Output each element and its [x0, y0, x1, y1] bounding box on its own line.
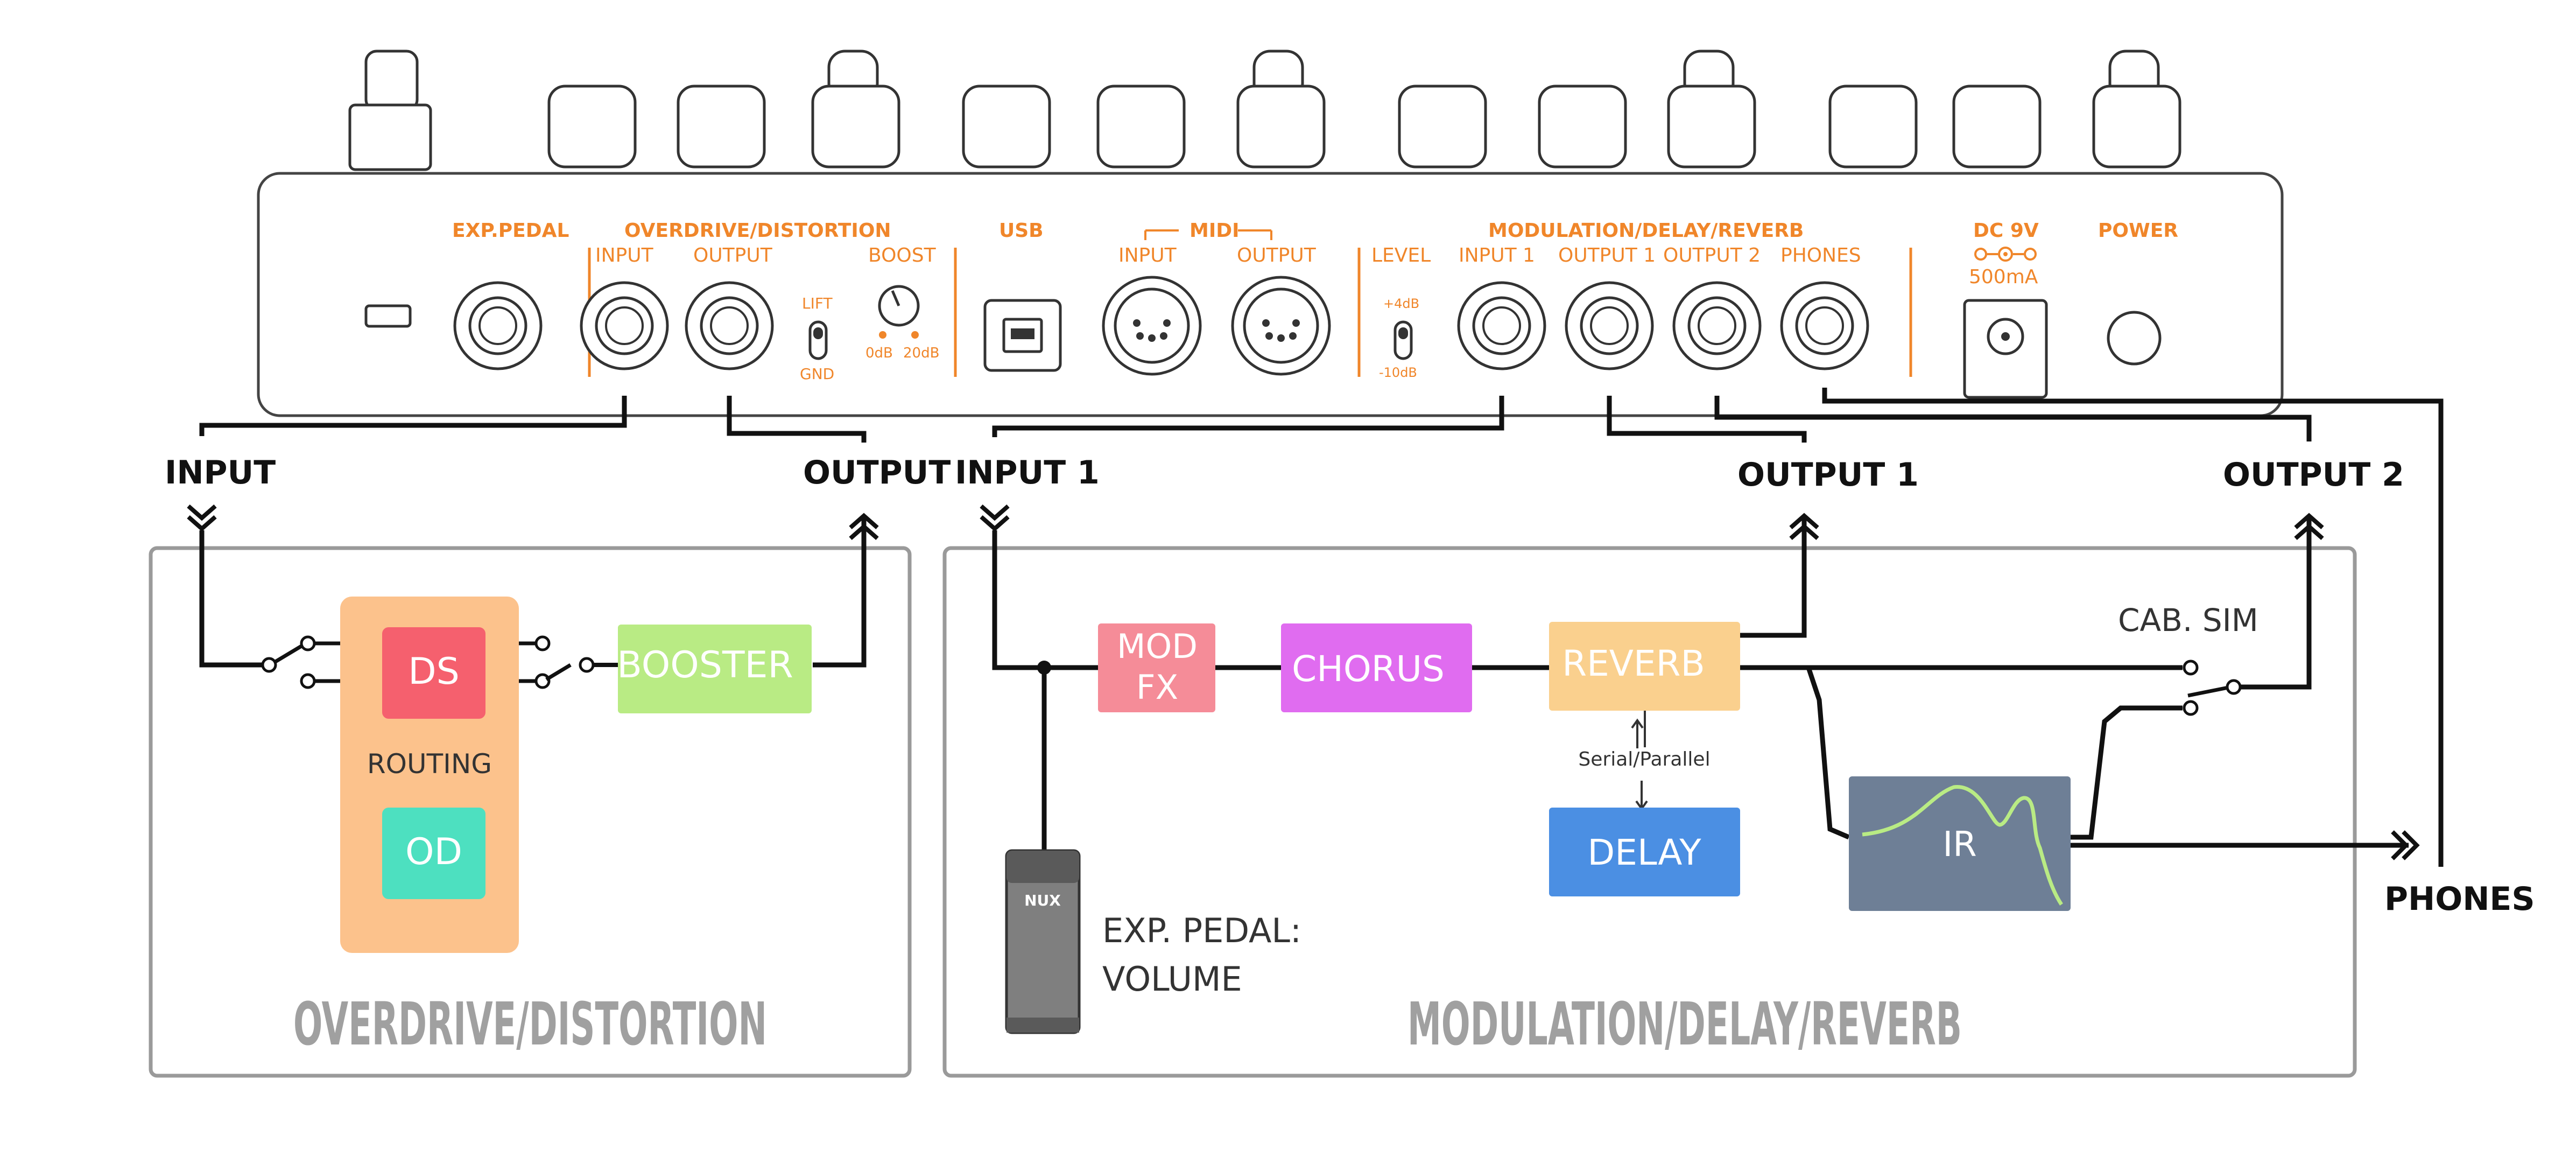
- mod-fx-label-1: MOD: [1117, 627, 1198, 666]
- jack-od-input[interactable]: [580, 281, 669, 370]
- routing-label: ROUTING: [367, 748, 492, 780]
- label-plus4: +4dB: [1383, 296, 1419, 311]
- ds-block[interactable]: [382, 627, 485, 719]
- label-20db: 20dB: [903, 345, 939, 361]
- label-lift: LIFT: [802, 294, 833, 312]
- chorus-label: CHORUS: [1292, 648, 1445, 690]
- label-exp-pedal: EXP.PEDAL: [452, 220, 569, 242]
- level-switch[interactable]: [1393, 320, 1413, 360]
- label-phones-out: PHONES: [2384, 880, 2535, 918]
- label-input1: INPUT 1: [1459, 244, 1535, 267]
- midi-output-port[interactable]: [1231, 276, 1331, 376]
- label-dc: DC 9V: [1973, 220, 2039, 242]
- label-od-section: OVERDRIVE/DISTORTION: [624, 220, 891, 242]
- pedal-logo: NUX: [1024, 892, 1061, 909]
- jack-input1[interactable]: [1457, 281, 1546, 370]
- label-usb: USB: [999, 220, 1044, 242]
- od-section-title: OVERDRIVE/DISTORTION: [293, 990, 767, 1058]
- usb-port[interactable]: [983, 299, 1062, 372]
- od-wires: [199, 517, 867, 689]
- gnd-lift-switch[interactable]: [808, 320, 828, 360]
- mdr-wires: [992, 517, 2409, 855]
- ir-block[interactable]: [1849, 776, 2071, 911]
- od-block[interactable]: [382, 808, 485, 899]
- mod-fx-block[interactable]: [1098, 623, 1215, 712]
- ds-label: DS: [408, 650, 460, 693]
- label-0db: 0dB: [865, 345, 893, 361]
- panel-wires: [199, 388, 2444, 867]
- label-output2: OUTPUT 2: [1663, 244, 1761, 267]
- label-midi-input: INPUT: [1118, 244, 1177, 267]
- label-od-output: OUTPUT: [693, 244, 773, 267]
- boost-knob[interactable]: [878, 285, 920, 327]
- label-output-1: OUTPUT 1: [1737, 456, 1919, 494]
- reverb-block[interactable]: [1549, 622, 1740, 711]
- midi-input-port[interactable]: [1102, 276, 1202, 376]
- label-output1: OUTPUT 1: [1558, 244, 1656, 267]
- ir-curve-icon: [1862, 785, 2063, 906]
- delay-label: DELAY: [1587, 832, 1701, 873]
- label-minus10: -10dB: [1379, 365, 1417, 380]
- label-power: POWER: [2098, 220, 2178, 242]
- booster-block[interactable]: [618, 625, 812, 713]
- dc-polarity-icon: [1974, 247, 2037, 262]
- device-rear-panel: EXP.PEDAL OVERDRIVE/DISTORTION INPUT OUT…: [257, 50, 2284, 417]
- label-midi: MIDI: [1190, 220, 1240, 242]
- label-phones: PHONES: [1780, 244, 1861, 267]
- label-ma: 500mA: [1969, 266, 2038, 288]
- input-arrow-icon: [187, 504, 217, 532]
- exp-volume-label-2: VOLUME: [1102, 959, 1242, 999]
- od-label: OD: [405, 831, 462, 873]
- booster-label: BOOSTER: [617, 644, 793, 686]
- label-boost: BOOST: [868, 244, 937, 267]
- label-output-2: OUTPUT 2: [2223, 456, 2404, 494]
- chorus-block[interactable]: [1281, 623, 1472, 712]
- label-midi-output: OUTPUT: [1237, 244, 1317, 267]
- mod-fx-label-2: FX: [1136, 668, 1178, 707]
- delay-block[interactable]: [1549, 808, 1740, 896]
- serial-parallel-label: Serial/Parallel: [1578, 748, 1710, 770]
- label-input: INPUT: [165, 454, 276, 492]
- cab-sim-label: CAB. SIM: [2118, 602, 2258, 639]
- expression-pedal-icon: NUX: [1005, 849, 1081, 1034]
- label-input-1: INPUT 1: [955, 454, 1100, 492]
- reverb-label: REVERB: [1562, 643, 1705, 684]
- power-switch[interactable]: [2107, 311, 2162, 366]
- od-section-box: [149, 546, 912, 1078]
- label-gnd: GND: [800, 365, 834, 383]
- label-output: OUTPUT: [803, 454, 951, 492]
- jack-phones[interactable]: [1780, 281, 1869, 370]
- jack-exp[interactable]: [453, 281, 543, 370]
- label-level: LEVEL: [1371, 244, 1431, 267]
- exp-volume-label-1: EXP. PEDAL:: [1102, 911, 1301, 950]
- label-mdr-section: MODULATION/DELAY/REVERB: [1488, 220, 1804, 242]
- ir-label: IR: [1942, 825, 1976, 865]
- top-knobs: [348, 50, 2181, 171]
- jack-od-output[interactable]: [685, 281, 774, 370]
- mdr-section-title: MODULATION/DELAY/REVERB: [1407, 990, 1962, 1058]
- label-od-input: INPUT: [595, 244, 654, 267]
- dc-jack[interactable]: [1963, 299, 2048, 399]
- jack-output2[interactable]: [1672, 281, 1762, 370]
- mdr-section-box: [942, 546, 2357, 1078]
- phones-arrow-icon: [2391, 830, 2420, 860]
- input1-arrow-icon: [980, 504, 1010, 532]
- jack-output1[interactable]: [1565, 281, 1654, 370]
